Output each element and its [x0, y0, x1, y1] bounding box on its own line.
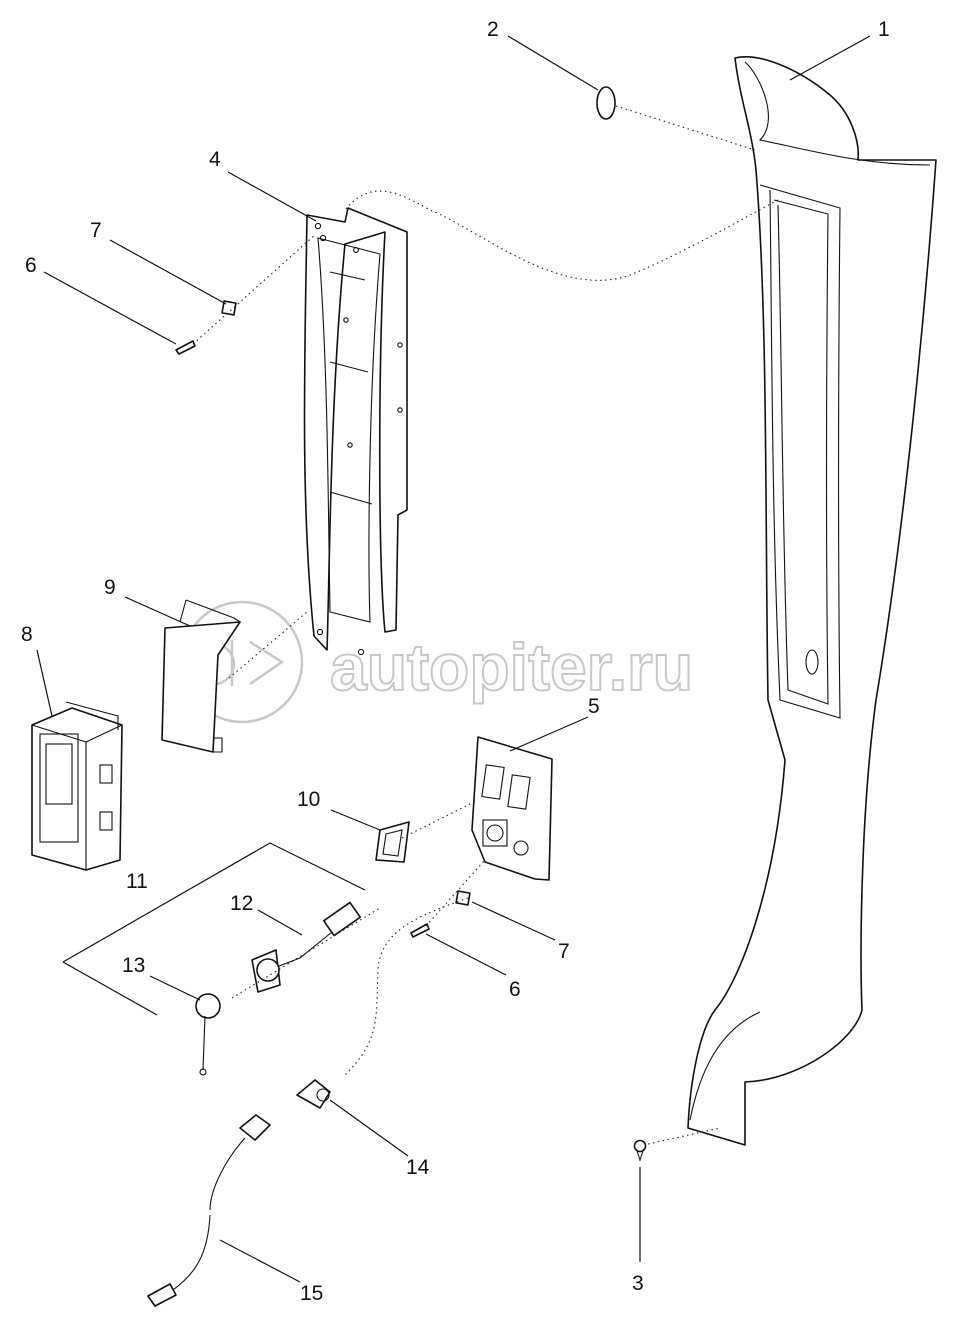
part-1-pillar-trim — [687, 56, 937, 1146]
assembly-dotted-lines — [192, 105, 779, 1145]
part-7-clip-upper — [221, 300, 237, 316]
callout-2: 2 — [487, 18, 499, 41]
callout-4: 4 — [209, 148, 221, 171]
callout-leader-lines — [36, 35, 871, 1283]
part-6-screw-lower — [410, 923, 430, 938]
callout-6-upper: 6 — [25, 254, 37, 277]
callout-9: 9 — [104, 576, 116, 599]
callout-10: 10 — [297, 788, 320, 811]
watermark-text: autopiter.ru — [330, 630, 693, 704]
part-8-bracket-box — [31, 701, 123, 871]
callout-3: 3 — [632, 1272, 644, 1295]
part-5-switch-panel — [471, 736, 553, 881]
part-9-mounting-bracket — [161, 599, 241, 753]
callout-5: 5 — [588, 695, 600, 718]
part-12-socket-harness — [251, 901, 362, 993]
part-14-knob — [296, 1079, 331, 1109]
callout-12: 12 — [230, 892, 253, 915]
part-10-switch — [375, 821, 410, 863]
callout-7-upper: 7 — [90, 219, 102, 242]
callout-11: 11 — [126, 870, 148, 893]
part-6-screw-upper — [175, 340, 196, 355]
part-15-connector-cable — [147, 1114, 271, 1307]
part-7-clip-lower — [455, 890, 471, 906]
part-2-plug — [596, 86, 616, 120]
callout-15: 15 — [300, 1282, 323, 1305]
watermark: autopiter.ru — [180, 600, 694, 724]
callout-14: 14 — [406, 1156, 430, 1179]
callout-1: 1 — [878, 18, 890, 41]
part-11-bracket — [62, 842, 366, 1016]
callout-7-lower: 7 — [558, 940, 570, 963]
part-4-frame-bracket — [303, 207, 408, 656]
part-13-cap — [195, 993, 221, 1076]
callout-labels: 1 2 3 4 5 6 7 6 7 8 9 10 11 12 13 14 15 — [21, 18, 890, 1305]
part-3-clip — [633, 1139, 647, 1162]
callout-8: 8 — [21, 623, 33, 646]
callout-6-lower: 6 — [509, 978, 521, 1001]
callout-13: 13 — [122, 954, 145, 977]
